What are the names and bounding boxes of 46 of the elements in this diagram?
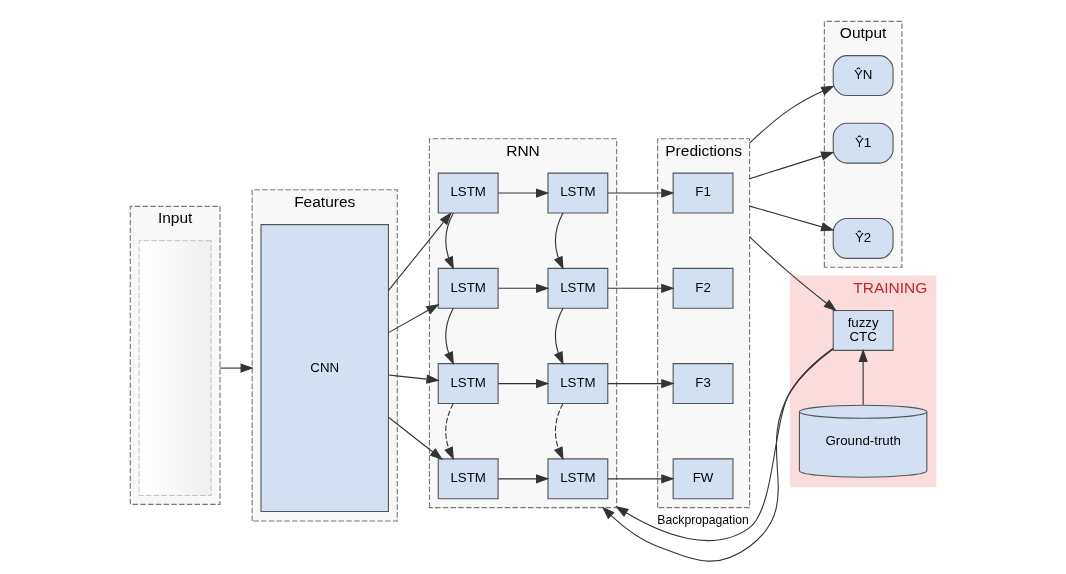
arrow: [607, 378, 675, 389]
node-box: ŶN: [832, 55, 894, 97]
arrow: [219, 363, 254, 373]
arrow: [749, 205, 835, 232]
arrow: [607, 188, 675, 198]
arrow: [553, 403, 564, 461]
arrow: [497, 283, 550, 293]
arrow: [615, 348, 834, 542]
node-box: fuzzy CTC: [832, 309, 894, 351]
arrow: [749, 151, 835, 180]
arrow: [388, 374, 440, 384]
node-box: LSTM: [547, 363, 609, 405]
node-box: FW: [672, 458, 734, 500]
node-box: LSTM: [437, 172, 499, 214]
node-box: LSTM: [547, 458, 609, 500]
node-box: F1: [672, 172, 734, 214]
arrow: [444, 403, 454, 461]
cluster: Input: [129, 205, 221, 505]
arrow: [497, 188, 550, 198]
node-box: F2: [672, 267, 734, 309]
arrow: [497, 474, 550, 484]
arrow: [388, 416, 443, 460]
arrow: [497, 378, 550, 389]
node-picture: [138, 240, 212, 496]
node-box: LSTM: [437, 267, 499, 309]
arrow: [749, 236, 837, 312]
arrow: [388, 303, 440, 334]
node-box: F3: [672, 363, 734, 405]
arrow: [607, 474, 675, 484]
node-box: LSTM: [547, 267, 609, 309]
arrow: [444, 307, 454, 366]
arrow: [553, 307, 564, 366]
node-box: CNN: [260, 224, 389, 513]
edge-label: Backpropagation: [657, 513, 749, 528]
arrow: [601, 347, 834, 562]
arrow: [607, 283, 675, 293]
node-box: LSTM: [437, 363, 499, 405]
node-box: Ŷ1: [832, 122, 894, 164]
node-box: LSTM: [437, 458, 499, 500]
node-box: LSTM: [547, 172, 609, 214]
node-box: Ŷ2: [832, 217, 894, 259]
arrow: [388, 211, 452, 291]
arrow: [858, 348, 868, 406]
arrow: [444, 212, 454, 270]
arrow: [553, 212, 564, 270]
arrow: [749, 85, 835, 144]
